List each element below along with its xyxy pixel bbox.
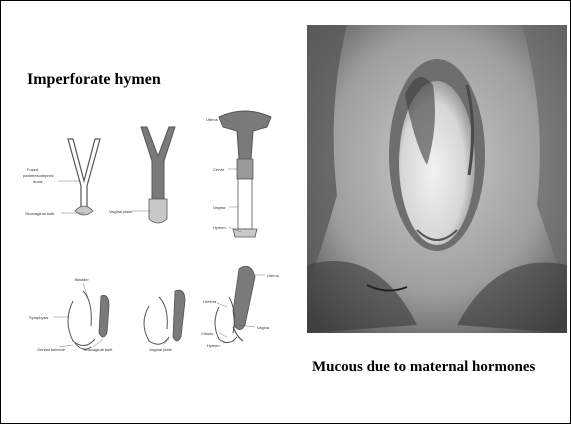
top-stage2-figure: Vaginal plate	[109, 127, 175, 223]
embryology-diagram: Fused paramesonephric ducts Sinovaginal …	[23, 101, 298, 401]
bottom-stage1-figure: Bladder Symphysis Genital tubercle Sinov…	[29, 277, 113, 352]
label-sinovaginal-bulb-top: Sinovaginal bulb	[25, 211, 55, 216]
label-urethra: Urethra	[203, 299, 217, 304]
label-hymen-top: Hymen	[213, 225, 226, 230]
label-fused: Fused	[27, 167, 38, 172]
slide-title: Imperforate hymen	[27, 71, 161, 89]
top-stage3-figure: Uterus Cervix Vagina Hymen	[206, 111, 271, 237]
bottom-stage2-figure: Vaginal plate	[144, 290, 185, 352]
bottom-stage3-figure: Uterus Urethra Vagina Clitoris Hymen	[201, 266, 279, 348]
label-vaginal-plate-bottom: Vaginal plate	[149, 347, 173, 352]
label-ducts: ducts	[33, 179, 43, 184]
clinical-photo	[307, 25, 567, 333]
label-vagina-bottom: Vagina	[257, 325, 270, 330]
label-hymen-bottom: Hymen	[207, 343, 220, 348]
label-uterus-top: Uterus	[206, 117, 218, 122]
label-cervix: Cervix	[213, 167, 224, 172]
label-uterus-bottom: Uterus	[267, 273, 279, 278]
photo-caption: Mucous due to maternal hormones	[312, 358, 552, 377]
label-symphysis: Symphysis	[29, 315, 48, 320]
label-paramesonephric: paramesonephric	[23, 173, 54, 178]
top-stage1-figure: Fused paramesonephric ducts Sinovaginal …	[23, 139, 100, 216]
label-vagina-top: Vagina	[213, 205, 226, 210]
label-genital-tubercle: Genital tubercle	[37, 347, 66, 352]
label-clitoris: Clitoris	[201, 331, 213, 336]
label-vaginal-plate-top: Vaginal plate	[109, 209, 133, 214]
label-sinovaginal-bulb-bottom: Sinovaginal bulb	[83, 347, 113, 352]
label-bladder: Bladder	[75, 277, 89, 282]
